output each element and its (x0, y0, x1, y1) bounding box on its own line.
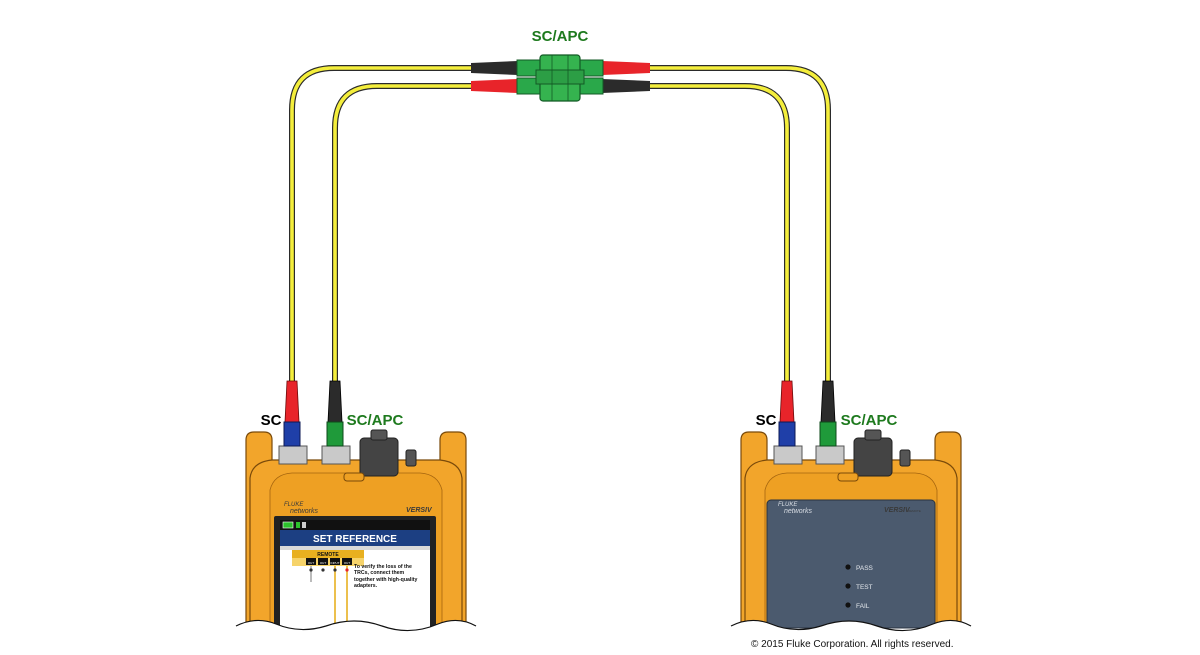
remote-brand-top: FLUKE (778, 502, 798, 508)
adapter-boot-top-right (602, 61, 650, 75)
left-scapc-label: SC/APC (347, 412, 404, 429)
main-port-cap (359, 437, 399, 477)
remote-port-apc (815, 445, 845, 465)
port-input-label: INPUT (331, 561, 340, 565)
remote-port-cap (853, 437, 893, 477)
cable-outer-right (648, 65, 831, 382)
main-port-sc (278, 445, 308, 465)
main-torn-edge (236, 620, 476, 655)
screen-instruction: To verify the loss of the TRCs, connect … (354, 564, 418, 590)
remote-apc-connector (819, 421, 837, 447)
main-brand-bottom: networks (290, 508, 319, 515)
adapter-boot-bottom-left (471, 79, 518, 93)
main-port-apc (321, 445, 351, 465)
cable-inner-right (648, 83, 790, 382)
cable-outer-left-fill (290, 66, 472, 382)
remote-tab (292, 550, 364, 558)
remote-port-small (899, 449, 911, 467)
remote-port-sc (773, 445, 803, 465)
port-out-1 (306, 558, 316, 565)
remote-torn-edge (731, 620, 971, 655)
remote-apc-boot (820, 380, 836, 423)
port-out-3 (342, 558, 352, 565)
fail-led-icon (845, 602, 851, 608)
main-model: VERSIV (406, 507, 433, 514)
remote-tab-label: REMOTE (317, 552, 339, 558)
remote-model-suffix: REMOTE (908, 509, 921, 513)
battery-icon (282, 521, 294, 529)
screen-title: SET REFERENCE (313, 534, 397, 545)
remote-panel (766, 499, 936, 629)
main-apc-boot (327, 380, 343, 423)
adapter-boot-top-left (471, 61, 518, 75)
adapter-label: SC/APC (532, 28, 589, 45)
port-input (330, 558, 340, 565)
right-scapc-label: SC/APC (841, 412, 898, 429)
main-brand-top: FLUKE (284, 502, 304, 508)
cable-inner-right-fill (648, 84, 789, 382)
remote-model: VERSIV (884, 507, 911, 514)
pass-led-icon (845, 564, 851, 570)
port-out-2 (318, 558, 328, 565)
main-port-small (405, 449, 417, 467)
center-adapter (471, 54, 650, 102)
port-out-1-label: OUT (308, 561, 315, 565)
adapter-boot-bottom-right (602, 79, 650, 93)
screen-title-bar (280, 530, 430, 546)
cable-outer-right-fill (648, 66, 830, 382)
remote-tester-unit: FLUKE networks VERSIV REMOTE PASS TEST F… (730, 380, 972, 655)
main-tester-unit: FLUKE networks VERSIV SET REFERENCE REMO… (235, 380, 477, 655)
cable-outer-left (289, 65, 472, 382)
fiber-cables (289, 65, 831, 382)
remote-brand-bottom: networks (784, 508, 813, 515)
remote-sc-connector (778, 421, 796, 447)
test-led-icon (845, 583, 851, 589)
test-label: TEST (856, 584, 873, 591)
port-out-3-label: OUT (344, 561, 351, 565)
right-sc-label: SC (756, 412, 777, 429)
main-apc-connector (326, 421, 344, 447)
fail-label: FAIL (856, 603, 870, 610)
copyright-notice: © 2015 Fluke Corporation. All rights res… (751, 639, 954, 650)
main-sc-boot (284, 380, 300, 423)
pass-label: PASS (856, 565, 874, 572)
cable-inner-left (332, 83, 472, 382)
main-sc-connector (283, 421, 301, 447)
left-sc-label: SC (261, 412, 282, 429)
cable-inner-left-fill (333, 84, 472, 382)
remote-sc-boot (779, 380, 795, 423)
port-out-2-label: OUT (320, 561, 327, 565)
